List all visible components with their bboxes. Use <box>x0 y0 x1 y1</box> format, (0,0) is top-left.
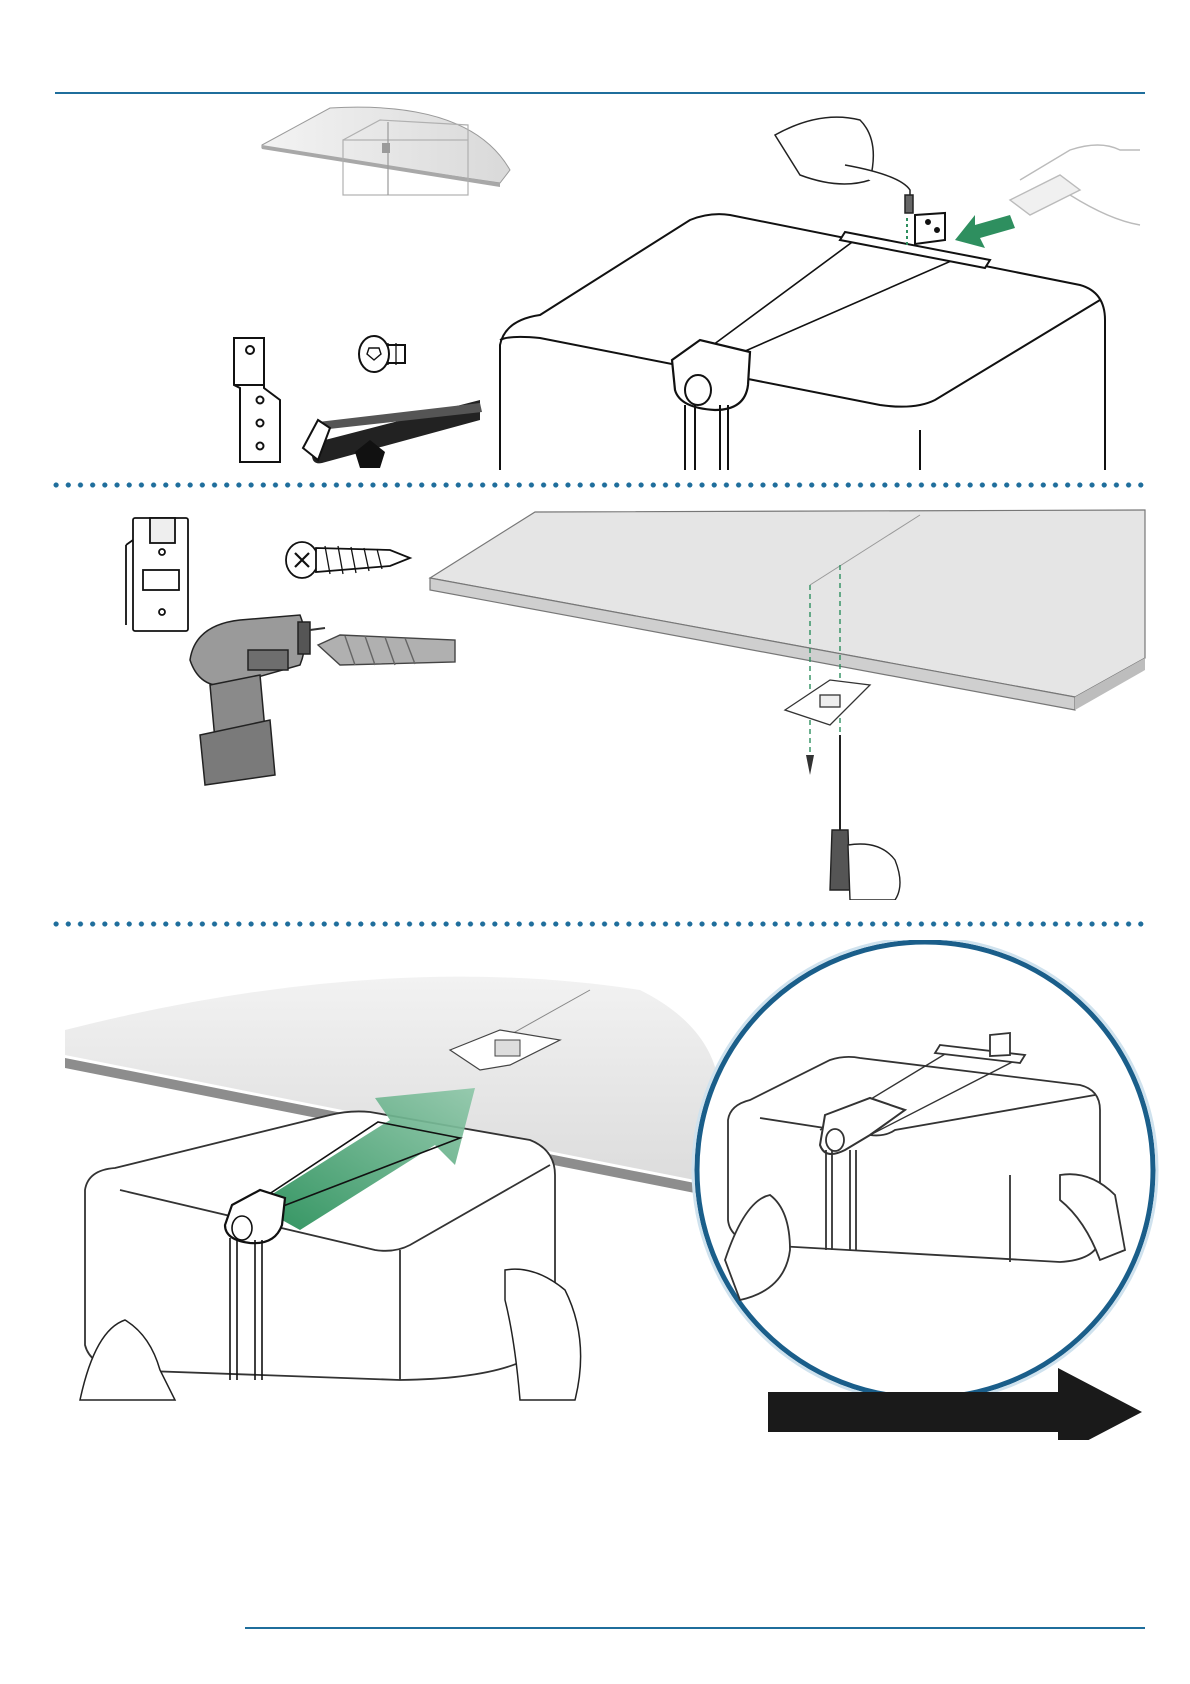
step-3-illustration <box>0 940 1190 1440</box>
button-head-screw-icon <box>359 336 405 372</box>
mounting-plate-underside <box>785 680 870 725</box>
hand-with-key-icon <box>775 117 913 213</box>
box-with-strap <box>500 213 1105 470</box>
detail-magnifier-icon <box>693 940 1157 1402</box>
screwdriver-hand-icon <box>830 735 900 900</box>
overview-thumbnail <box>262 107 510 195</box>
bottom-rule <box>245 1627 1145 1629</box>
hex-key-icon <box>303 400 482 463</box>
top-rule <box>55 92 1145 94</box>
insert-arrow-icon <box>955 215 1015 248</box>
mounting-plate-icon <box>126 518 188 631</box>
bracket-icon <box>234 338 280 462</box>
small-screw-icon <box>806 755 814 775</box>
separator-1 <box>50 482 1150 488</box>
hand-with-bracket-icon <box>1010 145 1140 225</box>
cordless-drill-icon <box>190 615 325 785</box>
separator-2 <box>50 921 1150 927</box>
box-lifted <box>85 1111 555 1380</box>
shelf-panel <box>430 510 1145 710</box>
step-1-illustration <box>0 100 1190 470</box>
drill-bit-icon <box>318 635 455 665</box>
wood-screw-icon <box>286 542 410 578</box>
step-2-illustration <box>0 500 1190 900</box>
